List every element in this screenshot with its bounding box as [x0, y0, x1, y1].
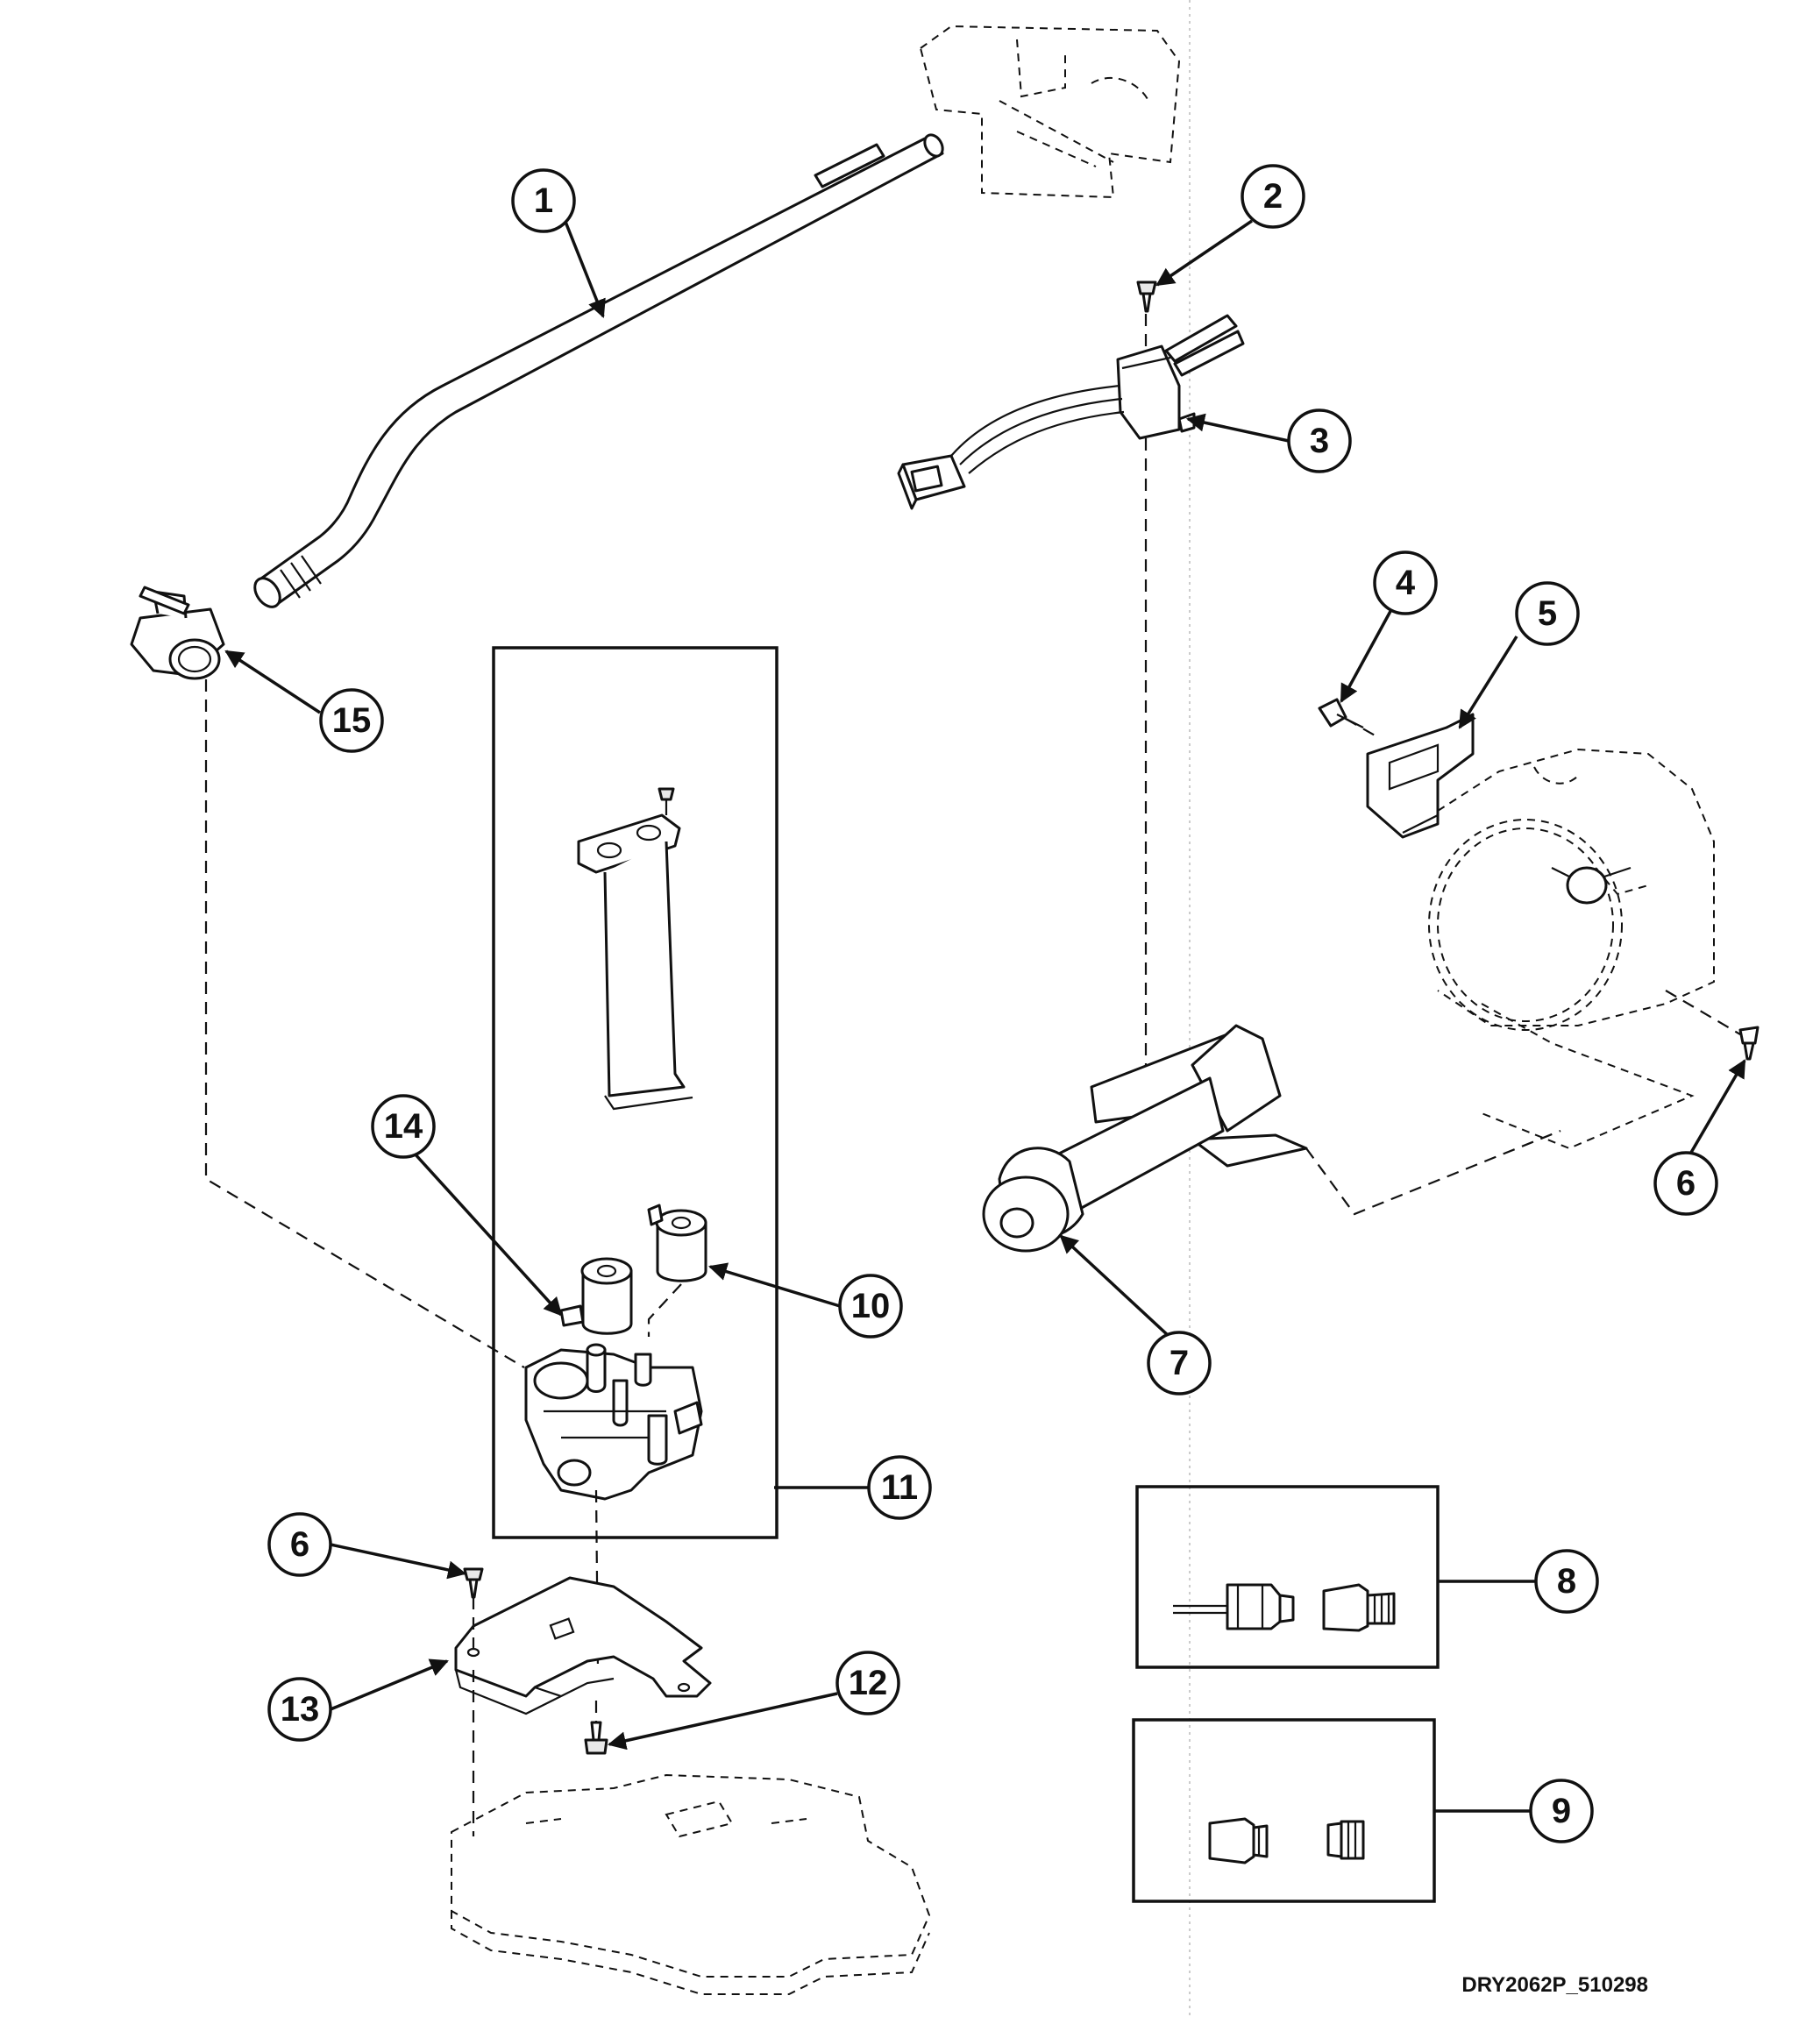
callout-15: 15: [319, 688, 384, 753]
valve-bracket-part: [577, 787, 693, 1111]
screw-top-part: [1136, 281, 1157, 313]
screw-6-right-dash: [1665, 990, 1741, 1035]
ghost-base-bottom: [451, 1773, 931, 1995]
svg-text:13: 13: [281, 1690, 320, 1729]
svg-text:1: 1: [534, 181, 553, 220]
svg-text:12: 12: [849, 1664, 888, 1702]
ghost-cabinet-top: [919, 25, 1181, 199]
kit-9-box: [1132, 1718, 1436, 1903]
leader-lines: [224, 219, 1746, 1813]
svg-text:14: 14: [384, 1107, 423, 1146]
svg-text:9: 9: [1552, 1792, 1571, 1830]
callout-8: 8: [1534, 1549, 1599, 1614]
igniter-part: [897, 314, 1245, 510]
coil-10-part: [647, 1204, 707, 1282]
burner-housing-ghost: [1428, 748, 1715, 1150]
callout-9: 9: [1529, 1779, 1594, 1843]
callout-6-right: 6: [1653, 1151, 1718, 1216]
screw-4-dash: [1345, 718, 1377, 737]
callout-7: 7: [1147, 1331, 1212, 1396]
supply-alignment-dash: [204, 679, 525, 1368]
svg-text:3: 3: [1310, 422, 1329, 460]
drawing-code: DRY2062P_510298: [1461, 1973, 1648, 1997]
svg-text:6: 6: [290, 1525, 309, 1564]
shutoff-valve-part: [130, 586, 225, 680]
svg-text:10: 10: [851, 1287, 891, 1325]
kit-8-parts: [1173, 1583, 1396, 1632]
svg-text:6: 6: [1676, 1164, 1696, 1203]
screw-12-part: [584, 1721, 608, 1755]
callout-11: 11: [867, 1455, 932, 1520]
callout-14: 14: [371, 1094, 436, 1159]
screw-6-left-part: [463, 1567, 484, 1599]
bracket-5-part: [1366, 713, 1475, 839]
screw-4-part: [1318, 698, 1364, 728]
coil-alignment-dash: [647, 1283, 682, 1337]
sensor-on-housing: [1551, 866, 1632, 905]
kit-8-box: [1135, 1485, 1440, 1669]
svg-text:2: 2: [1263, 177, 1283, 216]
svg-text:8: 8: [1557, 1562, 1576, 1601]
gas-valve-body-part: [524, 1343, 703, 1501]
kit-9-parts: [1208, 1817, 1365, 1864]
gas-pipe-part: [253, 133, 944, 608]
callout-6-left: 6: [267, 1512, 332, 1577]
mount-plate-part: [454, 1576, 712, 1715]
burner-tube-part: [982, 1024, 1308, 1253]
burner-alignment-dash: [1305, 1129, 1561, 1216]
callout-4: 4: [1373, 550, 1438, 615]
gas-valve-kit-box: [492, 646, 778, 1539]
callout-5: 5: [1515, 581, 1580, 646]
svg-text:4: 4: [1396, 564, 1416, 602]
svg-text:11: 11: [881, 1468, 918, 1507]
callout-13: 13: [267, 1677, 332, 1742]
callout-12: 12: [835, 1651, 900, 1715]
coil-14-part: [559, 1257, 633, 1335]
callout-10: 10: [838, 1274, 903, 1339]
svg-text:7: 7: [1169, 1344, 1189, 1382]
callout-1: 1: [511, 168, 576, 233]
svg-text:15: 15: [332, 701, 372, 740]
callout-3: 3: [1287, 408, 1352, 473]
callout-2: 2: [1241, 164, 1305, 229]
svg-text:5: 5: [1538, 594, 1557, 633]
screw-6-right-part: [1738, 1026, 1760, 1061]
